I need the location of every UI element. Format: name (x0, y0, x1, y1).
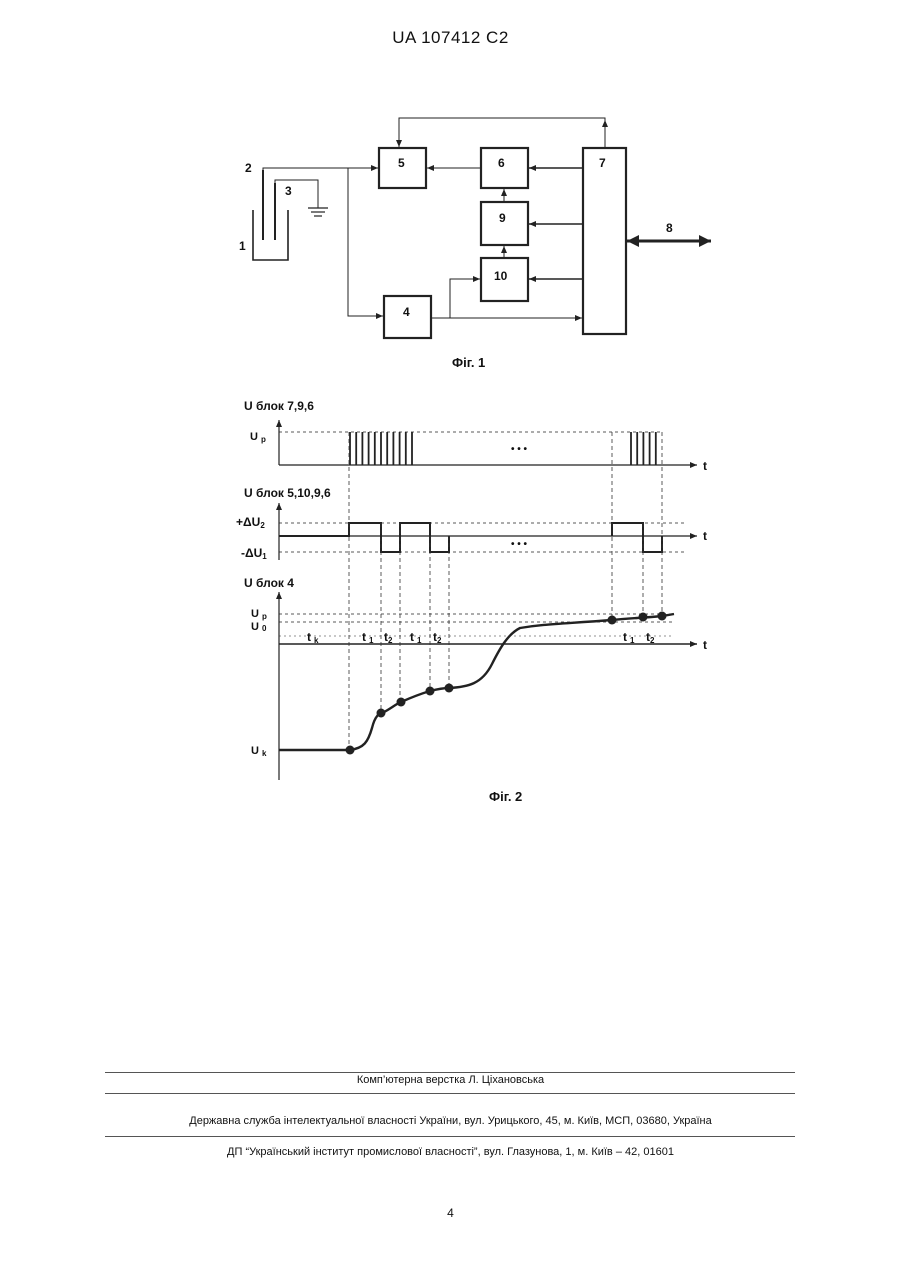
block-10-label: 10 (494, 269, 508, 283)
panel2-ellipsis: • • • (511, 539, 528, 550)
block-9-label: 9 (499, 211, 506, 225)
time-marker-lines (349, 432, 662, 750)
panel3-up-label: Up (251, 608, 267, 621)
pulse-train-start (350, 432, 412, 465)
panel3-u0-label: U0 (251, 621, 267, 633)
block-7-label: 7 (599, 156, 606, 170)
block-7 (583, 148, 626, 334)
bus-label: 8 (666, 221, 673, 235)
pulse-train-end (631, 432, 656, 465)
footer-office: Державна служба інтелектуальної власност… (0, 1115, 901, 1127)
figure-drawing: 5 6 7 9 10 4 1 2 3 8 Фіг. 1 U блок 7,9,6… (0, 0, 901, 820)
electrode2-label: 2 (245, 161, 252, 175)
t1-label-a: t1 (362, 630, 374, 645)
sample-point (377, 709, 386, 718)
sample-point (346, 746, 355, 755)
panel2-neg-label: -ΔU1 (241, 546, 267, 561)
vessel-1 (253, 210, 288, 260)
page-number: 4 (0, 1206, 901, 1220)
footer-institute: ДП “Український інститут промислової вла… (0, 1146, 901, 1158)
footer-typesetting: Комп’ютерна верстка Л. Ціхановська (0, 1074, 901, 1086)
t1-label-c: t1 (623, 630, 635, 645)
sample-points (346, 612, 667, 755)
panel2-ylabel: U блок 5,10,9,6 (244, 486, 331, 500)
block-diagram (253, 118, 711, 338)
sample-point (639, 613, 648, 622)
block-4-label: 4 (403, 305, 410, 319)
sample-point (658, 612, 667, 621)
ground-icon (308, 208, 328, 216)
sample-point (445, 684, 454, 693)
fig2-caption: Фіг. 2 (489, 789, 522, 804)
vessel-label: 1 (239, 239, 246, 253)
square-wave (279, 523, 662, 552)
panel3-ylabel: U блок 4 (244, 576, 294, 590)
block-5-label: 5 (398, 156, 405, 170)
footer-rule-1 (105, 1072, 795, 1073)
voltage-curve (279, 614, 674, 750)
timing-panel-1 (279, 420, 697, 465)
t2-label-b: t2 (433, 630, 442, 645)
timing-panel-2 (279, 503, 697, 560)
panel2-t-label: t (703, 529, 707, 543)
sample-point (426, 687, 435, 696)
fig1-caption: Фіг. 1 (452, 355, 485, 370)
t1-label-b: t1 (410, 630, 422, 645)
timing-panel-3 (279, 592, 697, 780)
panel1-up-label: Up (250, 431, 266, 444)
panel2-pos-label: +ΔU2 (236, 515, 265, 530)
footer-rule-2 (105, 1093, 795, 1094)
footer-rule-3 (105, 1136, 795, 1137)
panel1-ylabel: U блок 7,9,6 (244, 399, 314, 413)
block-6-label: 6 (498, 156, 505, 170)
t2-label-c: t2 (646, 630, 655, 645)
electrode3-label: 3 (285, 184, 292, 198)
panel3-t-label: t (703, 638, 707, 652)
sample-point (608, 616, 617, 625)
panel1-ellipsis: • • • (511, 444, 528, 455)
t2-label-a: t2 (384, 630, 393, 645)
sample-point (397, 698, 406, 707)
panel3-uk-label: Uk (251, 745, 267, 758)
tk-label: tk (307, 630, 319, 645)
panel1-t-label: t (703, 459, 707, 473)
